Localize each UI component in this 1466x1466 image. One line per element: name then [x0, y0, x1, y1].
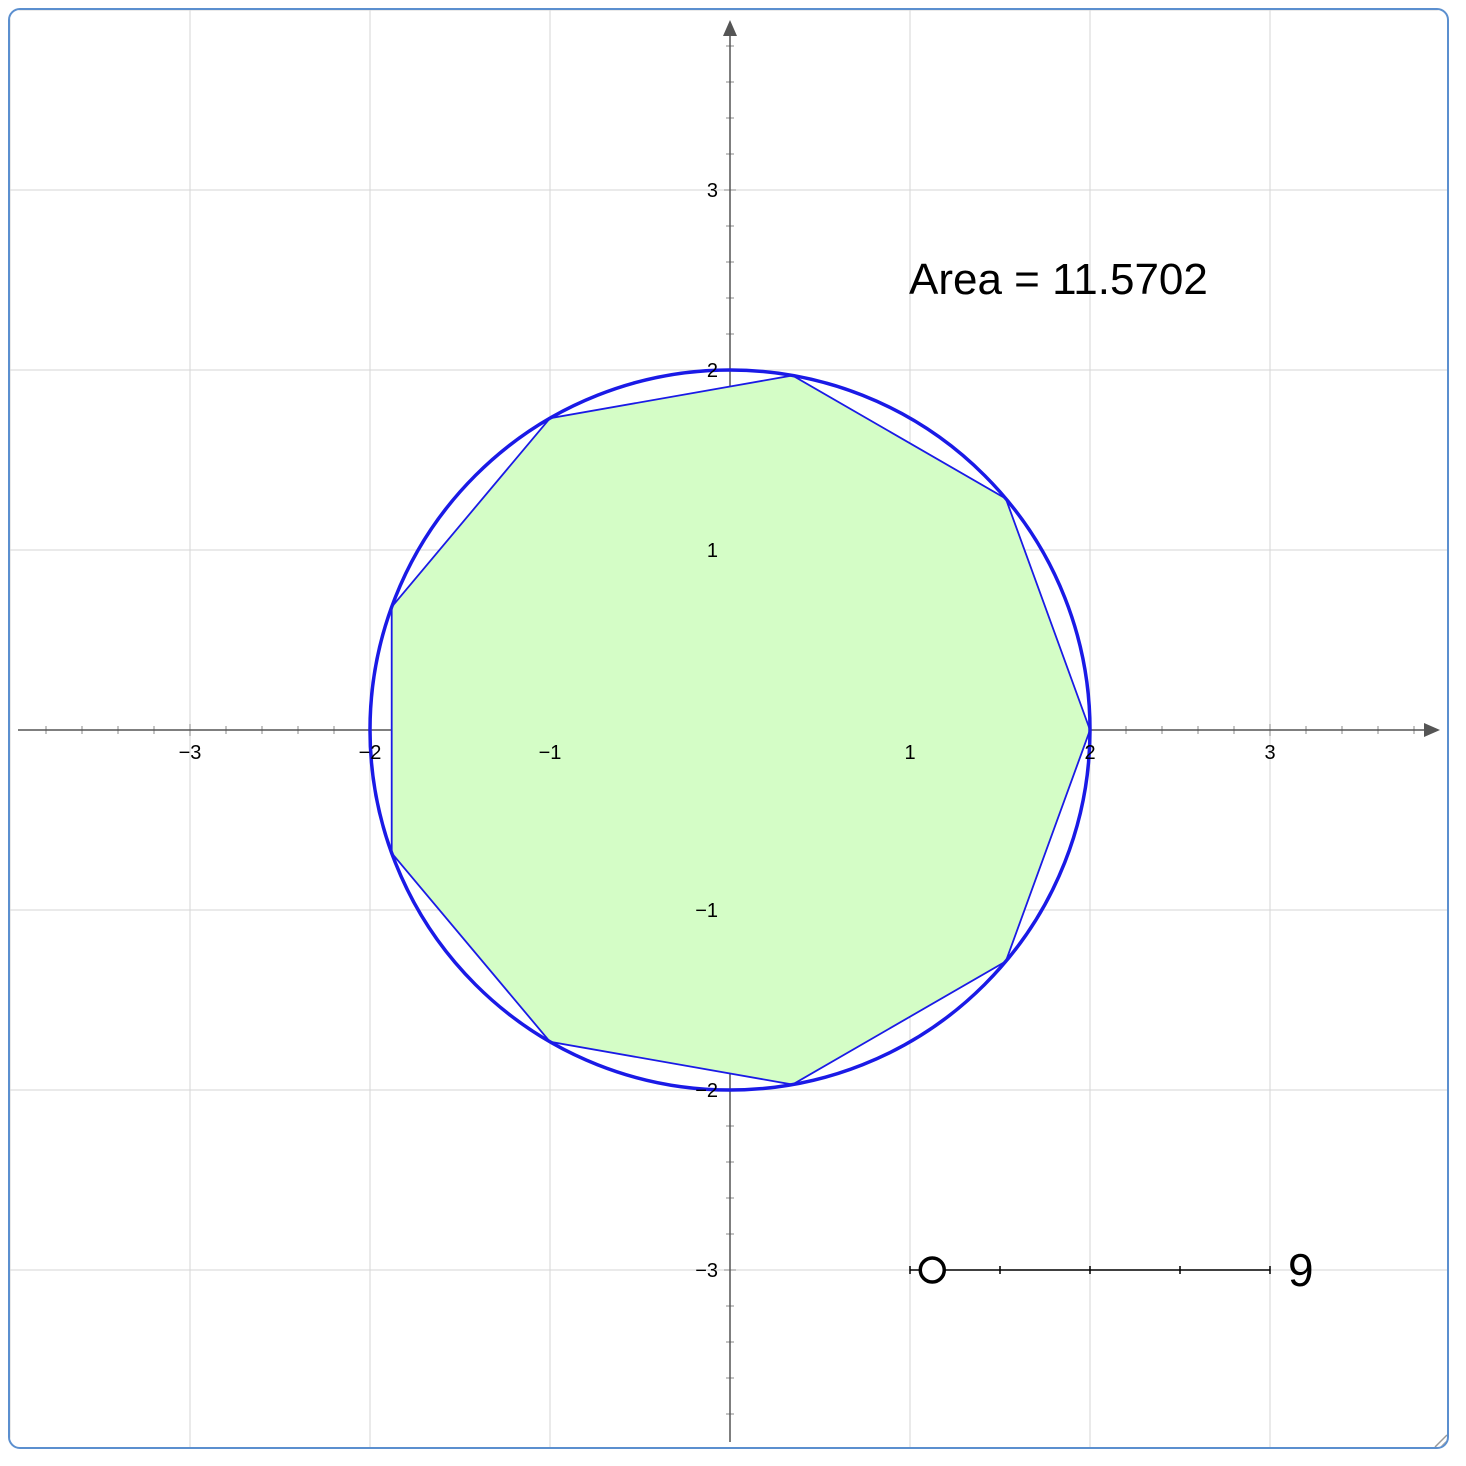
x-tick-label: −1 [539, 742, 562, 764]
x-axis-arrow-icon [1424, 723, 1440, 737]
circle[interactable] [368, 368, 1092, 1092]
x-tick-label: 1 [904, 742, 915, 764]
graph-canvas[interactable]: −3 −2 −1 1 2 3 3 2 1 −1 −2 −3 Area = 11.5702 9 [10, 10, 1449, 1449]
y-tick-label: 1 [707, 540, 718, 562]
inscribed-polygon[interactable] [390, 374, 1091, 1086]
slider-ticks [909, 1266, 1271, 1274]
x-tick-label: 3 [1264, 742, 1275, 764]
x-tick-labels: −3 −2 −1 1 2 3 [179, 742, 1276, 764]
y-axis-arrow-icon [723, 20, 737, 36]
graph-frame: −3 −2 −1 1 2 3 3 2 1 −1 −2 −3 Area = 11.5702 9 [8, 8, 1449, 1449]
area-text: Area = 11.5702 [909, 255, 1208, 304]
slider-value: 9 [1288, 1244, 1314, 1296]
slider-knob[interactable] [918, 1256, 947, 1284]
sides-slider[interactable]: 9 [909, 1244, 1314, 1296]
y-tick-label: −2 [695, 1080, 718, 1102]
y-tick-label: −1 [695, 900, 718, 922]
y-tick-labels: 3 2 1 −1 −2 −3 [695, 180, 718, 1282]
resize-handle-icon[interactable] [1434, 1434, 1447, 1447]
y-tick-label: 2 [707, 360, 718, 382]
x-tick-label: −3 [179, 742, 202, 764]
x-tick-label: −2 [359, 742, 382, 764]
y-tick-label: −3 [695, 1260, 718, 1282]
x-tick-label: 2 [1084, 742, 1095, 764]
y-tick-label: 3 [707, 180, 718, 202]
